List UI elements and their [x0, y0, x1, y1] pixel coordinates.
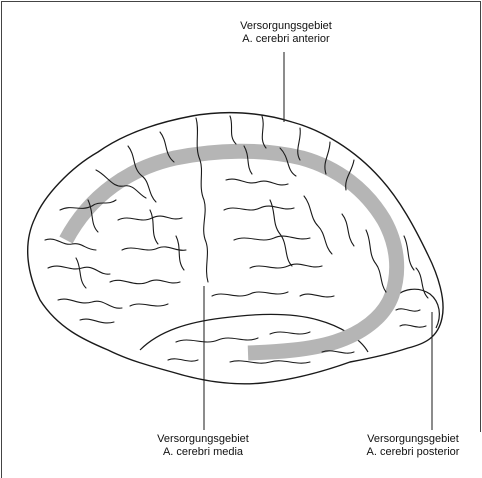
- label-media-line1: Versorgungsgebiet: [108, 433, 298, 446]
- label-anterior-territory: Versorgungsgebiet A. cerebri anterior: [196, 20, 376, 46]
- label-posterior-line1: Versorgungsgebiet: [338, 433, 482, 446]
- label-anterior-line1: Versorgungsgebiet: [196, 20, 376, 33]
- label-anterior-line2: A. cerebri anterior: [196, 33, 376, 46]
- label-posterior-territory: Versorgungsgebiet A. cerebri posterior: [338, 433, 482, 459]
- label-posterior-line2: A. cerebri posterior: [338, 446, 482, 459]
- label-media-territory: Versorgungsgebiet A. cerebri media: [108, 433, 298, 459]
- label-media-line2: A. cerebri media: [108, 446, 298, 459]
